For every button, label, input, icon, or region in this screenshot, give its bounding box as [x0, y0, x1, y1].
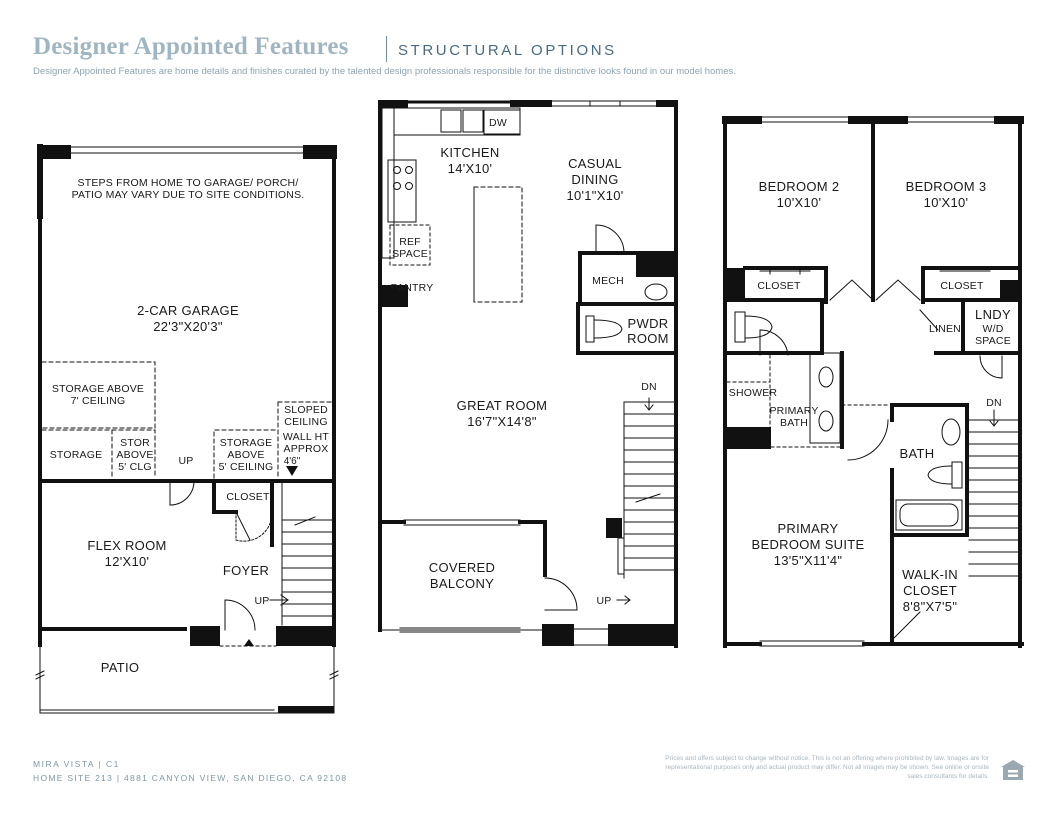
flex-room-name: FLEX ROOM — [87, 538, 166, 553]
primary-suite-line-1: PRIMARY — [777, 521, 838, 536]
stor-above-line-2: ABOVE — [116, 449, 153, 461]
covered-balcony-line-2: BALCONY — [430, 576, 494, 591]
garage-up-label: UP — [179, 455, 194, 467]
great-room-name: GREAT ROOM — [457, 398, 548, 413]
title-divider — [386, 36, 387, 62]
linen-label: LINEN — [929, 323, 961, 335]
storage-above-7-line-2: 7' CEILING — [71, 395, 126, 407]
stor-above-line-1: STOR — [120, 437, 150, 449]
primary-suite-dims: 13'5"X11'4" — [774, 553, 843, 568]
floor-1-plan — [35, 144, 339, 714]
bedroom-2-dims: 10'X10' — [777, 195, 822, 210]
sloped-ceiling-line-1: SLOPED — [284, 404, 328, 416]
floor-3-down-label: DN — [986, 397, 1002, 409]
powder-room-line-2: ROOM — [627, 331, 669, 346]
foyer-up-label: UP — [255, 595, 270, 607]
storage-above-5-line-3: 5' CEILING — [219, 461, 274, 473]
laundry-line-3: SPACE — [975, 335, 1011, 347]
site-note-line-1: STEPS FROM HOME TO GARAGE/ PORCH/ — [78, 177, 299, 189]
home-site-address: HOME SITE 213 | 4881 CANYON VIEW, SAN DI… — [33, 773, 348, 783]
casual-dining-line-2: DINING — [571, 172, 618, 187]
patio-label: PATIO — [101, 660, 140, 675]
laundry-line-2: W/D — [982, 323, 1003, 335]
sloped-ceiling-line-4: APPROX — [284, 443, 329, 455]
casual-dining-line-1: CASUAL — [568, 156, 622, 171]
storage-above-5-line-1: STORAGE — [220, 437, 273, 449]
bedroom-2-name: BEDROOM 2 — [759, 179, 840, 194]
page-subtitle: STRUCTURAL OPTIONS — [398, 42, 617, 59]
flex-room-dims: 12'X10' — [105, 554, 150, 569]
bedroom-3-dims: 10'X10' — [924, 195, 969, 210]
primary-bath-line-1: PRIMARY — [769, 405, 818, 417]
walk-in-closet-dims: 8'8"X7'5" — [903, 599, 958, 614]
closet-label-floor-1: CLOSET — [226, 491, 270, 503]
powder-room-line-1: PWDR — [628, 316, 669, 331]
storage-above-7-line-1: STORAGE ABOVE — [52, 383, 144, 395]
primary-bath-line-2: BATH — [780, 417, 808, 429]
sloped-ceiling-line-3: WALL HT — [283, 431, 330, 443]
ref-space-line-2: SPACE — [392, 248, 428, 260]
kitchen-name: KITCHEN — [440, 145, 499, 160]
sloped-ceiling-line-5: 4'6" — [284, 456, 301, 467]
page-description: Designer Appointed Features are home det… — [33, 66, 736, 77]
community-plan-label: MIRA VISTA | C1 — [33, 759, 120, 769]
storage-label: STORAGE — [50, 449, 103, 461]
site-note-line-2: PATIO MAY VARY DUE TO SITE CONDITIONS. — [72, 189, 305, 201]
floor-2-plan — [378, 100, 678, 648]
legal-disclaimer: Prices and offers subject to change with… — [665, 755, 989, 780]
floor-2-down-label: DN — [641, 381, 657, 393]
covered-balcony-line-1: COVERED — [429, 560, 495, 575]
page-title: Designer Appointed Features — [33, 33, 349, 60]
storage-above-5-line-2: ABOVE — [227, 449, 264, 461]
casual-dining-dims: 10'1"X10' — [566, 188, 623, 203]
sloped-ceiling-line-2: CEILING — [284, 416, 327, 428]
dishwasher-label: DW — [489, 117, 507, 129]
bath-label: BATH — [900, 446, 935, 461]
kitchen-dims: 14'X10' — [448, 161, 493, 176]
bedroom-3-name: BEDROOM 3 — [906, 179, 987, 194]
primary-suite-line-2: BEDROOM SUITE — [752, 537, 865, 552]
equal-housing-opportunity-icon — [1001, 760, 1025, 780]
walk-in-closet-line-2: CLOSET — [903, 583, 957, 598]
floor-2-up-label: UP — [597, 595, 612, 607]
walk-in-closet-line-1: WALK-IN — [902, 567, 958, 582]
bedroom-3-closet-label: CLOSET — [940, 280, 984, 292]
mech-label: MECH — [592, 275, 624, 287]
laundry-line-1: LNDY — [975, 307, 1011, 322]
garage-dims: 22'3"X20'3" — [153, 319, 223, 334]
stor-above-line-3: 5' CLG — [118, 461, 152, 473]
shower-label: SHOWER — [729, 387, 778, 399]
foyer-label: FOYER — [223, 563, 269, 578]
ref-space-line-1: REF — [399, 236, 421, 248]
great-room-dims: 16'7"X14'8" — [467, 414, 537, 429]
floor-3-plan — [722, 116, 1024, 648]
pantry-label: PANTRY — [391, 282, 434, 294]
garage-name: 2-CAR GARAGE — [137, 303, 239, 318]
bedroom-2-closet-label: CLOSET — [757, 280, 801, 292]
